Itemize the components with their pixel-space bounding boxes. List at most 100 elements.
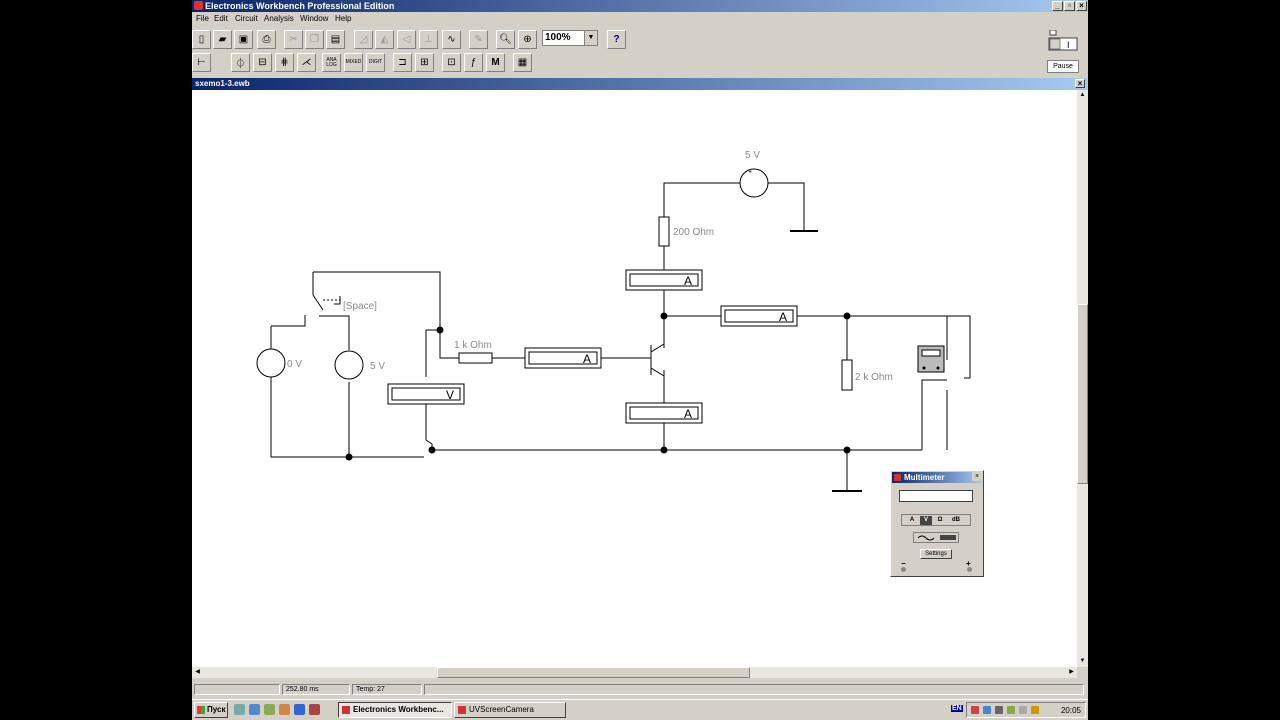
basic-bin-icon[interactable]: ⊟ (253, 53, 272, 72)
voltmeter[interactable]: V (387, 383, 465, 405)
ammeter-base[interactable]: A (524, 347, 602, 369)
digital-bin-icon[interactable]: ⊞ (415, 53, 434, 72)
tray-icon-5[interactable] (1019, 706, 1027, 714)
multimeter-mode-buttons: A V Ω dB (901, 514, 971, 526)
quicklaunch-icon-4[interactable] (279, 704, 290, 715)
ammeter-emitter[interactable]: A (625, 402, 703, 424)
rotate-icon[interactable]: ◿ (354, 30, 373, 49)
sources-bin-icon[interactable]: ⏀ (231, 53, 250, 72)
ammeter-collector[interactable]: A (625, 269, 703, 291)
language-indicator[interactable]: EN (951, 705, 963, 712)
multimeter-instrument-icon[interactable] (917, 345, 945, 373)
quicklaunch-icon-6[interactable] (309, 704, 320, 715)
start-button[interactable]: Пуск (194, 702, 228, 718)
resistor-load[interactable] (841, 359, 853, 391)
subcircuit-icon[interactable]: ⊥ (419, 30, 438, 49)
mode-db-button[interactable]: dB (952, 517, 960, 523)
flip-vertical-icon[interactable]: ◁ (397, 30, 416, 49)
scroll-left-icon[interactable]: ◀ (195, 669, 200, 675)
transistors-bin-icon[interactable]: ⋌ (297, 53, 316, 72)
paste-icon[interactable]: ▤ (326, 30, 345, 49)
supply-top-label: 5 V (745, 150, 760, 161)
close-button[interactable]: × (1076, 1, 1087, 11)
zoom-in-icon[interactable]: ⊕ (518, 30, 537, 49)
zoom-select[interactable]: 100%▼ (542, 30, 598, 46)
open-folder-icon[interactable]: ▰ (213, 30, 232, 49)
multimeter-ac-dc-toggle[interactable] (913, 532, 959, 543)
multimeter-minus-terminal[interactable] (901, 567, 906, 572)
menu-analysis[interactable]: Analysis (264, 14, 294, 23)
pause-button[interactable]: Pause (1047, 60, 1079, 73)
minimize-button[interactable]: _ (1052, 1, 1063, 11)
digital-ic-bin-icon[interactable]: DIGIT (366, 53, 385, 72)
task-electronics-workbench[interactable]: Electronics Workbenc... (338, 702, 452, 718)
quicklaunch-icon-3[interactable] (264, 704, 275, 715)
vertical-scroll-thumb[interactable] (1077, 304, 1088, 484)
zoom-out-icon[interactable]: 🔍︎ (496, 30, 515, 49)
menu-edit[interactable]: Edit (214, 14, 228, 23)
diodes-bin-icon[interactable]: ⋕ (275, 53, 294, 72)
analog-ic-bin-icon[interactable]: ANA LOG (322, 53, 341, 72)
multimeter-settings-button[interactable]: Settings (920, 549, 952, 559)
indicators-bin-icon[interactable]: ⊡ (442, 53, 461, 72)
mixed-ic-bin-icon[interactable]: MIXED (344, 53, 363, 72)
save-icon[interactable]: ▣ (234, 30, 253, 49)
document-close-button[interactable]: × (1075, 79, 1085, 88)
quicklaunch-icon-1[interactable] (234, 704, 245, 715)
new-file-icon[interactable]: ▯ (192, 30, 211, 49)
menu-window[interactable]: Window (300, 14, 329, 23)
miscellaneous-bin-icon[interactable]: M (486, 53, 505, 72)
copy-icon[interactable]: ❐ (305, 30, 324, 49)
flip-horizontal-icon[interactable]: ◭ (375, 30, 394, 49)
mode-ohm-button[interactable]: Ω (937, 517, 943, 523)
system-tray: EN 20:05 (951, 702, 1086, 718)
dc-source-left[interactable] (256, 348, 286, 378)
quicklaunch-icon-5[interactable] (294, 704, 305, 715)
tray-icon-6[interactable] (1031, 706, 1039, 714)
tray-icon-1[interactable] (971, 706, 979, 714)
resistor-collector[interactable] (658, 216, 670, 247)
controls-bin-icon[interactable]: ƒ (464, 53, 483, 72)
circuit-canvas[interactable]: + A A A (192, 90, 1077, 667)
quicklaunch-icon-2[interactable] (249, 704, 260, 715)
power-switch-icon[interactable]: I (1047, 29, 1081, 58)
mode-volt-button[interactable]: V (920, 516, 932, 525)
resistor-base[interactable] (458, 352, 493, 364)
tray-icon-3[interactable] (995, 706, 1003, 714)
ammeter-load[interactable]: A (720, 305, 798, 327)
ammeter-collector-label: A (684, 274, 692, 288)
main-toolbar: ▯ ▰ ▣ ⎙ ✂ ❐ ▤ ◿ ◭ ◁ ⊥ ∿ ✎ 🔍︎ ⊕ ? (192, 29, 1088, 51)
menu-help[interactable]: Help (335, 14, 352, 23)
chevron-down-icon[interactable]: ▼ (584, 31, 597, 45)
component-properties-icon[interactable]: ✎ (469, 30, 488, 49)
tray-icon-2[interactable] (983, 706, 991, 714)
ammeter-load-label: A (779, 310, 787, 324)
help-button[interactable]: ? (607, 30, 626, 49)
scroll-down-icon[interactable]: ▼ (1079, 658, 1086, 664)
instruments-bin-icon[interactable]: ▦ (513, 53, 532, 72)
dc-source-right[interactable] (334, 350, 364, 380)
graph-icon[interactable]: ∿ (442, 30, 461, 49)
tray-icon-4[interactable] (1007, 706, 1015, 714)
menu-circuit[interactable]: Circuit (235, 14, 258, 23)
multimeter-close-button[interactable]: × (972, 472, 982, 481)
document-title-bar: sxemo1-3.ewb × (192, 78, 1088, 90)
horizontal-scrollbar[interactable]: ◀ ▶ (192, 667, 1077, 678)
favorites-bin-icon[interactable]: ⊢ (192, 53, 211, 72)
horizontal-scroll-thumb[interactable] (437, 667, 750, 678)
dc-source-top[interactable] (739, 168, 769, 198)
print-icon[interactable]: ⎙ (257, 30, 276, 49)
vertical-scrollbar[interactable]: ▲ ▼ (1077, 90, 1088, 667)
multimeter-window[interactable]: Multimeter × A V Ω dB Settings − + (890, 470, 984, 577)
logic-gates-bin-icon[interactable]: ⊐ (393, 53, 412, 72)
menu-file[interactable]: File (196, 14, 209, 23)
document-title: sxemo1-3.ewb (195, 79, 250, 88)
restore-button[interactable]: ▫ (1064, 1, 1075, 11)
task-uvscreencamera[interactable]: UVScreenCamera (454, 702, 566, 718)
mode-ampere-button[interactable]: A (909, 517, 915, 523)
cut-icon[interactable]: ✂ (284, 30, 303, 49)
scroll-right-icon[interactable]: ▶ (1069, 669, 1074, 675)
scroll-up-icon[interactable]: ▲ (1079, 92, 1086, 98)
multimeter-plus-terminal[interactable] (967, 567, 972, 572)
circuit-diagram: + A A A (256, 150, 971, 492)
